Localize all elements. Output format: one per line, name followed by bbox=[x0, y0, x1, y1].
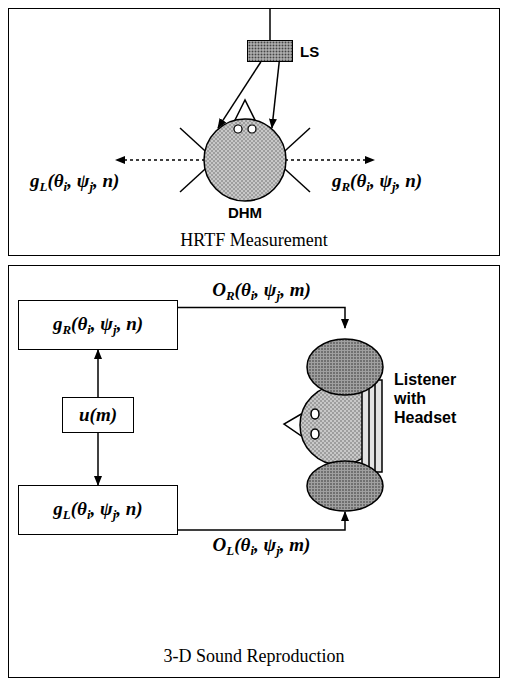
panel-caption: 3-D Sound Reproduction bbox=[9, 646, 499, 667]
head-circle bbox=[204, 119, 286, 201]
edge-label: OR(θi, ψj, m) bbox=[210, 279, 313, 304]
speaker-cable bbox=[269, 9, 271, 40]
source-box: u(m) bbox=[62, 397, 134, 433]
panel: HRTF Measurement LS DHM bbox=[8, 8, 500, 256]
node-label: Listener with Headset bbox=[394, 370, 484, 428]
output-arrow bbox=[285, 159, 374, 161]
signal-label: gL(θi, ψj, n) bbox=[28, 170, 121, 195]
signal-arrow bbox=[97, 433, 99, 485]
signal-arrow bbox=[272, 62, 279, 128]
dummy-head: DHM bbox=[203, 118, 287, 202]
node-label: DHM bbox=[228, 204, 262, 221]
signal-arrow bbox=[218, 62, 261, 128]
math-label: gL(θi, ψj, n) bbox=[53, 498, 142, 523]
listener-figure bbox=[284, 339, 383, 511]
filter-box: gL(θi, ψj, n) bbox=[18, 485, 178, 535]
signal-arrow bbox=[97, 350, 99, 397]
head-eye bbox=[248, 125, 256, 133]
output-arrow bbox=[116, 159, 205, 161]
loudspeaker-box: LS bbox=[247, 40, 293, 62]
signal-arrow bbox=[178, 512, 345, 530]
signal-label: gR(θi, ψj, n) bbox=[330, 170, 424, 195]
math-label: gR(θi, ψj, n) bbox=[53, 313, 143, 338]
panel-caption: HRTF Measurement bbox=[9, 230, 499, 251]
panel: 3-D Sound Reproduction gR(θi, ψj, n) u(m) g… bbox=[8, 265, 500, 678]
filter-box: gR(θi, ψj, n) bbox=[18, 300, 178, 350]
signal-arrow bbox=[178, 308, 345, 329]
head-eye bbox=[234, 125, 242, 133]
listener: Listener with Headset bbox=[290, 328, 490, 512]
edge-label: OL(θi, ψj, m) bbox=[211, 534, 313, 559]
math-label: u(m) bbox=[79, 404, 117, 426]
node-label: LS bbox=[300, 43, 319, 60]
head-outline bbox=[203, 118, 287, 202]
